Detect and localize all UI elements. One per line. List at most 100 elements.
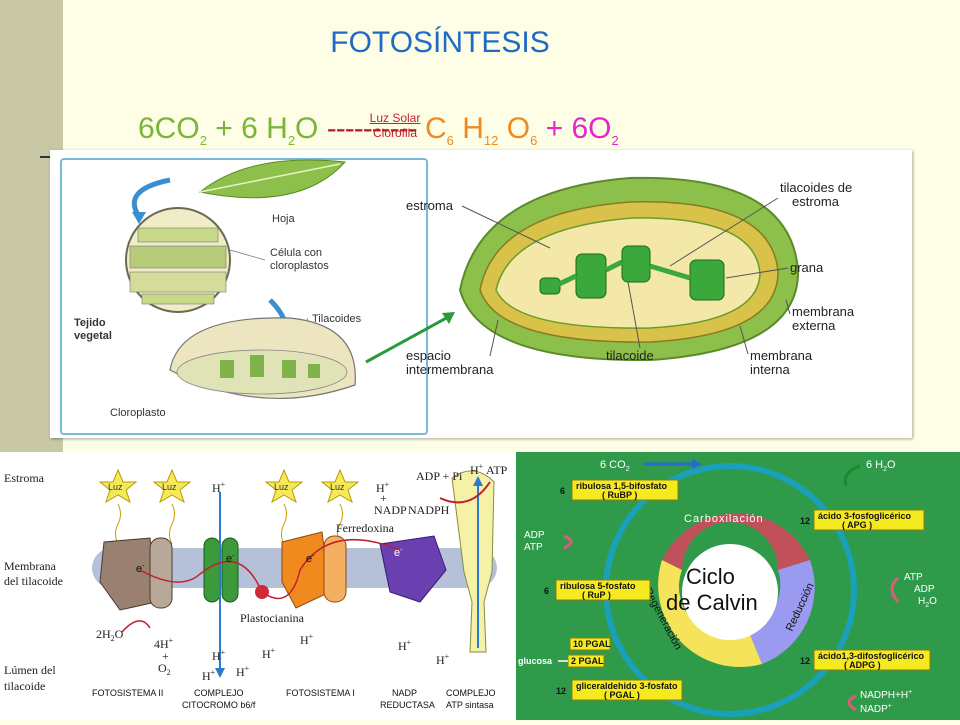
label-hoja: Hoja — [272, 213, 296, 225]
eq-co2: 6CO2 — [138, 112, 207, 148]
svg-text:( ADPG ): ( ADPG ) — [844, 660, 881, 670]
label-plastocianina: Plastocianina — [240, 611, 305, 625]
label-lumen-side-2: tilacoide — [4, 679, 45, 693]
label-estroma: estroma — [406, 198, 454, 213]
svg-text:ribulosa 1,5-bifosfato: ribulosa 1,5-bifosfato — [576, 481, 668, 491]
label-tilacoides: Tilacoides — [312, 313, 362, 325]
divider-left — [40, 156, 54, 158]
pill-rubp: ribulosa 1,5-bifosfato ( RuBP ) 6 — [560, 479, 679, 501]
photosystem-ii-shape — [99, 537, 157, 611]
svg-text:12: 12 — [800, 656, 810, 666]
eq-oxygen: + 6O2 — [545, 112, 619, 148]
luz-3: Luz — [274, 482, 289, 492]
label-estroma-side: Estroma — [4, 471, 45, 485]
label-carboxilacion: Carboxilación — [684, 513, 764, 525]
label-membrana-interna-2: interna — [750, 362, 791, 377]
h-plus-stroma: H+ — [212, 480, 226, 495]
svg-text:gliceraldehido 3-fosfato: gliceraldehido 3-fosfato — [576, 681, 678, 691]
electron-4: e- — [394, 547, 403, 559]
label-lumen-side: Lúmen del — [4, 663, 56, 677]
label-co2-in: 6 CO2 — [600, 459, 630, 473]
electron-3: e- — [306, 553, 315, 565]
svg-text:6: 6 — [544, 586, 549, 596]
svg-text:( RuP ): ( RuP ) — [582, 590, 611, 600]
arrow-to-detail — [365, 314, 451, 364]
chloroplast-structure-figure: Hoja Célula con cloroplastos Tejido vege… — [50, 150, 912, 438]
label-nadph: NADPH — [408, 503, 450, 517]
svg-text:12: 12 — [800, 516, 810, 526]
calvin-center-1: Ciclo — [686, 564, 735, 589]
label-tilacoides-estroma: tilacoides de — [780, 180, 852, 195]
big-grana — [539, 245, 725, 301]
label-atp-right: ATP — [904, 572, 923, 583]
h-plus-lumen-7: H+ — [202, 668, 216, 683]
plus-sign: + — [380, 491, 387, 505]
condition-chlorophyll: Clorofila — [372, 126, 417, 140]
h-plus-atp: H+ — [470, 462, 484, 477]
label-h2o-in: 6 H2O — [866, 459, 896, 473]
svg-text:10 PGAL: 10 PGAL — [573, 639, 611, 649]
luz-2: Luz — [162, 482, 177, 492]
label-adp-pi: ADP + Pi — [416, 469, 463, 483]
svg-text:ácido1,3-difosfoglicérico: ácido1,3-difosfoglicérico — [818, 651, 925, 661]
h-plus-lumen-6: H+ — [436, 652, 450, 667]
pill-adpg: ácido1,3-difosfoglicérico ( ADPG ) 12 — [800, 649, 931, 671]
atp-synthase-shape — [451, 470, 495, 653]
label-celula: Célula con — [270, 247, 322, 259]
svg-text:ácido 3-fosfoglicérico: ácido 3-fosfoglicérico — [818, 511, 912, 521]
photosynthesis-equation: 6CO2 + 6 H2O ---------- C6 H12 O6 + 6O2 — [138, 112, 619, 148]
segment-reduccion — [748, 560, 815, 664]
plus-sign-2: + — [162, 649, 169, 663]
h-plus-lumen-1: H+ — [212, 648, 226, 663]
label-grana: grana — [790, 260, 824, 275]
calvin-cycle-figure: Ciclo de Calvin Carboxilación Reducción … — [516, 452, 960, 720]
svg-text:ribulosa 5-fosfato: ribulosa 5-fosfato — [560, 581, 636, 591]
label-oxygen: O2 — [158, 661, 171, 677]
electron-2: e- — [226, 553, 235, 565]
component-psii: FOTOSISTEMA II — [92, 688, 163, 698]
label-h2o-right: H2O — [918, 596, 937, 609]
pill-pgal: gliceraldehido 3-fosfato ( PGAL ) 12 — [556, 679, 683, 701]
pill-10pgal: 10 PGAL — [569, 637, 611, 651]
svg-text:( APG ): ( APG ) — [842, 520, 872, 530]
h-plus-lumen-5: H+ — [398, 638, 412, 653]
condition-light: Luz Solar — [369, 111, 421, 125]
label-celula-2: cloroplastos — [270, 260, 329, 272]
leaf-to-chloroplast-box — [60, 158, 428, 435]
label-ferredoxina: Ferredoxina — [336, 521, 395, 535]
component-cyt: COMPLEJO — [194, 688, 244, 698]
component-atp-2: ATP sintasa — [446, 700, 494, 710]
label-nadph: NADPH+H+ — [860, 689, 912, 701]
eq-arrow: ---------- — [326, 112, 418, 145]
svg-text:2 PGAL: 2 PGAL — [571, 656, 604, 666]
component-cyt-2: CITOCROMO b6/f — [182, 700, 256, 710]
pill-apg: ácido 3-fosfoglicérico ( APG ) 12 — [800, 509, 925, 531]
component-atp: COMPLEJO — [446, 688, 496, 698]
label-4h: 4H+ — [154, 636, 174, 651]
pill-2pgal: 2 PGAL — [567, 654, 605, 668]
electron-1: e- — [136, 563, 145, 575]
h-plus-lumen-2: H+ — [236, 664, 250, 679]
label-adp-left: ADP — [524, 530, 545, 541]
svg-text:6: 6 — [560, 486, 565, 496]
label-membrana-side-2: del tilacoide — [4, 574, 63, 588]
h-plus-lumen-3: H+ — [300, 632, 314, 647]
reaction-conditions: Luz Solar Clorofila — [360, 111, 430, 141]
component-psi: FOTOSISTEMA I — [286, 688, 355, 698]
label-tejido-2: vegetal — [74, 330, 112, 342]
label-membrana-externa-2: externa — [792, 318, 836, 333]
label-nadp: NADP — [374, 503, 407, 517]
label-membrana-side: Membrana — [4, 559, 57, 573]
cell-rows — [129, 227, 227, 305]
slide-title: FOTOSÍNTESIS — [330, 26, 550, 59]
photosystem-i-shape — [281, 531, 331, 609]
label-nadp: NADP+ — [860, 703, 892, 715]
label-water: 2H2O — [96, 627, 124, 643]
label-membrana-externa: membrana — [792, 304, 855, 319]
eq-h2o: + 6 H2O — [215, 112, 319, 148]
label-membrana-interna: membrana — [750, 348, 813, 363]
label-glucosa: glucosa — [518, 656, 553, 666]
component-nadp: NADP — [392, 688, 417, 698]
leaf-icon — [198, 159, 347, 199]
calvin-center-2: de Calvin — [666, 590, 758, 615]
